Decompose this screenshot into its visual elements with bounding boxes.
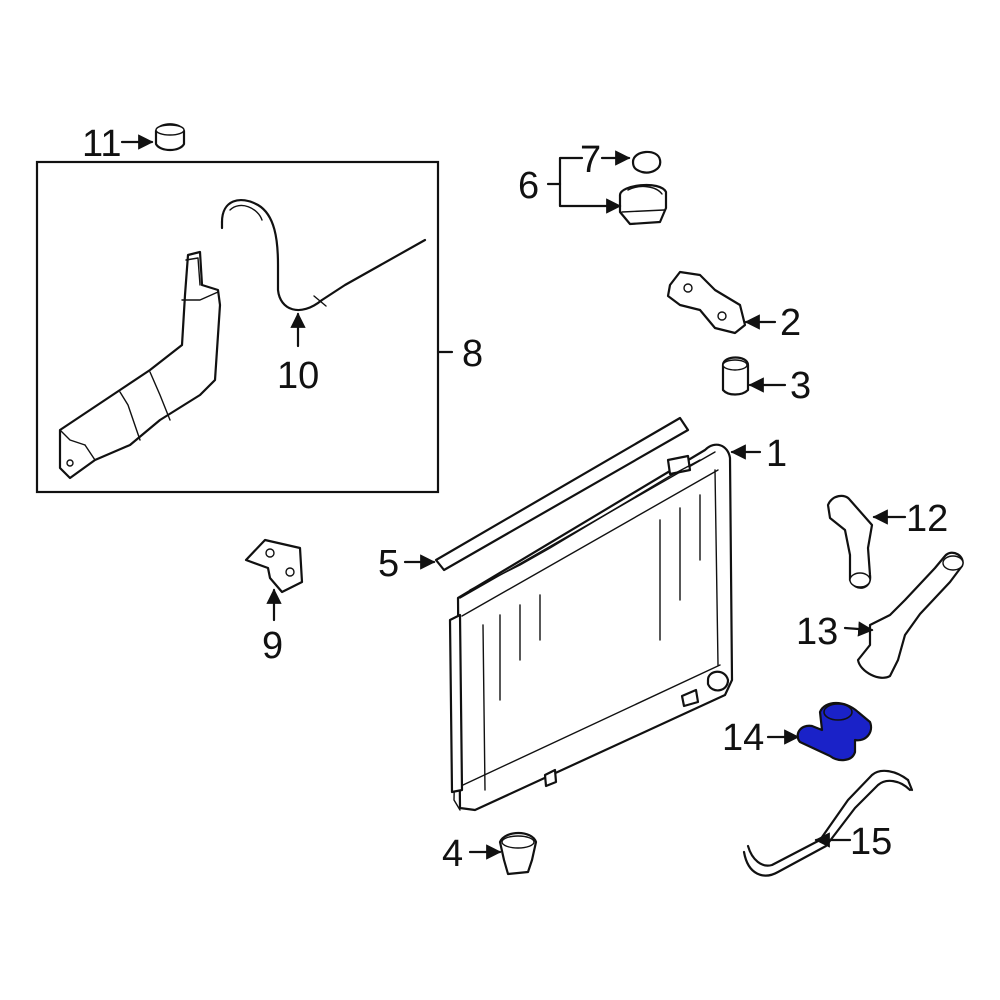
lower-hose[interactable]	[742, 769, 914, 877]
radiator-seal-strip[interactable]	[434, 416, 690, 572]
upper-radiator-hose[interactable]	[826, 494, 874, 589]
callout-15: 15	[850, 821, 892, 863]
callout-labels: 1 2 3 4 5 6 7 8 9 10 11 12 13 14 15	[82, 123, 948, 875]
water-pipe[interactable]	[856, 551, 964, 679]
upper-mount-bracket[interactable]	[666, 270, 747, 335]
callout-11: 11	[82, 123, 121, 165]
lower-radiator-hose-highlighted[interactable]	[796, 701, 873, 762]
callout-12: 12	[906, 498, 948, 540]
callout-9: 9	[262, 625, 283, 667]
lower-bracket[interactable]	[244, 538, 304, 594]
callout-14: 14	[722, 717, 764, 759]
leader-lines	[120, 134, 907, 860]
callout-6: 6	[518, 165, 539, 207]
callout-5: 5	[378, 543, 399, 585]
reservoir-cap[interactable]	[154, 123, 186, 152]
callout-1: 1	[766, 433, 787, 475]
reservoir-hose[interactable]	[220, 199, 427, 311]
radiator-cap[interactable]	[618, 183, 668, 226]
coolant-reservoir-tank[interactable]	[58, 250, 222, 480]
callout-3: 3	[790, 365, 811, 407]
callout-4: 4	[442, 833, 463, 875]
lower-mount-insulator[interactable]	[498, 831, 538, 876]
callout-13: 13	[796, 611, 838, 653]
radiator[interactable]	[448, 443, 734, 812]
callout-7: 7	[580, 139, 601, 181]
reservoir-assembly-box	[35, 160, 454, 494]
upper-mount-insulator[interactable]	[721, 356, 750, 396]
callout-10: 10	[277, 355, 319, 397]
callout-8: 8	[462, 333, 483, 375]
callout-2: 2	[780, 302, 801, 344]
radiator-cap-seal[interactable]	[631, 150, 662, 174]
